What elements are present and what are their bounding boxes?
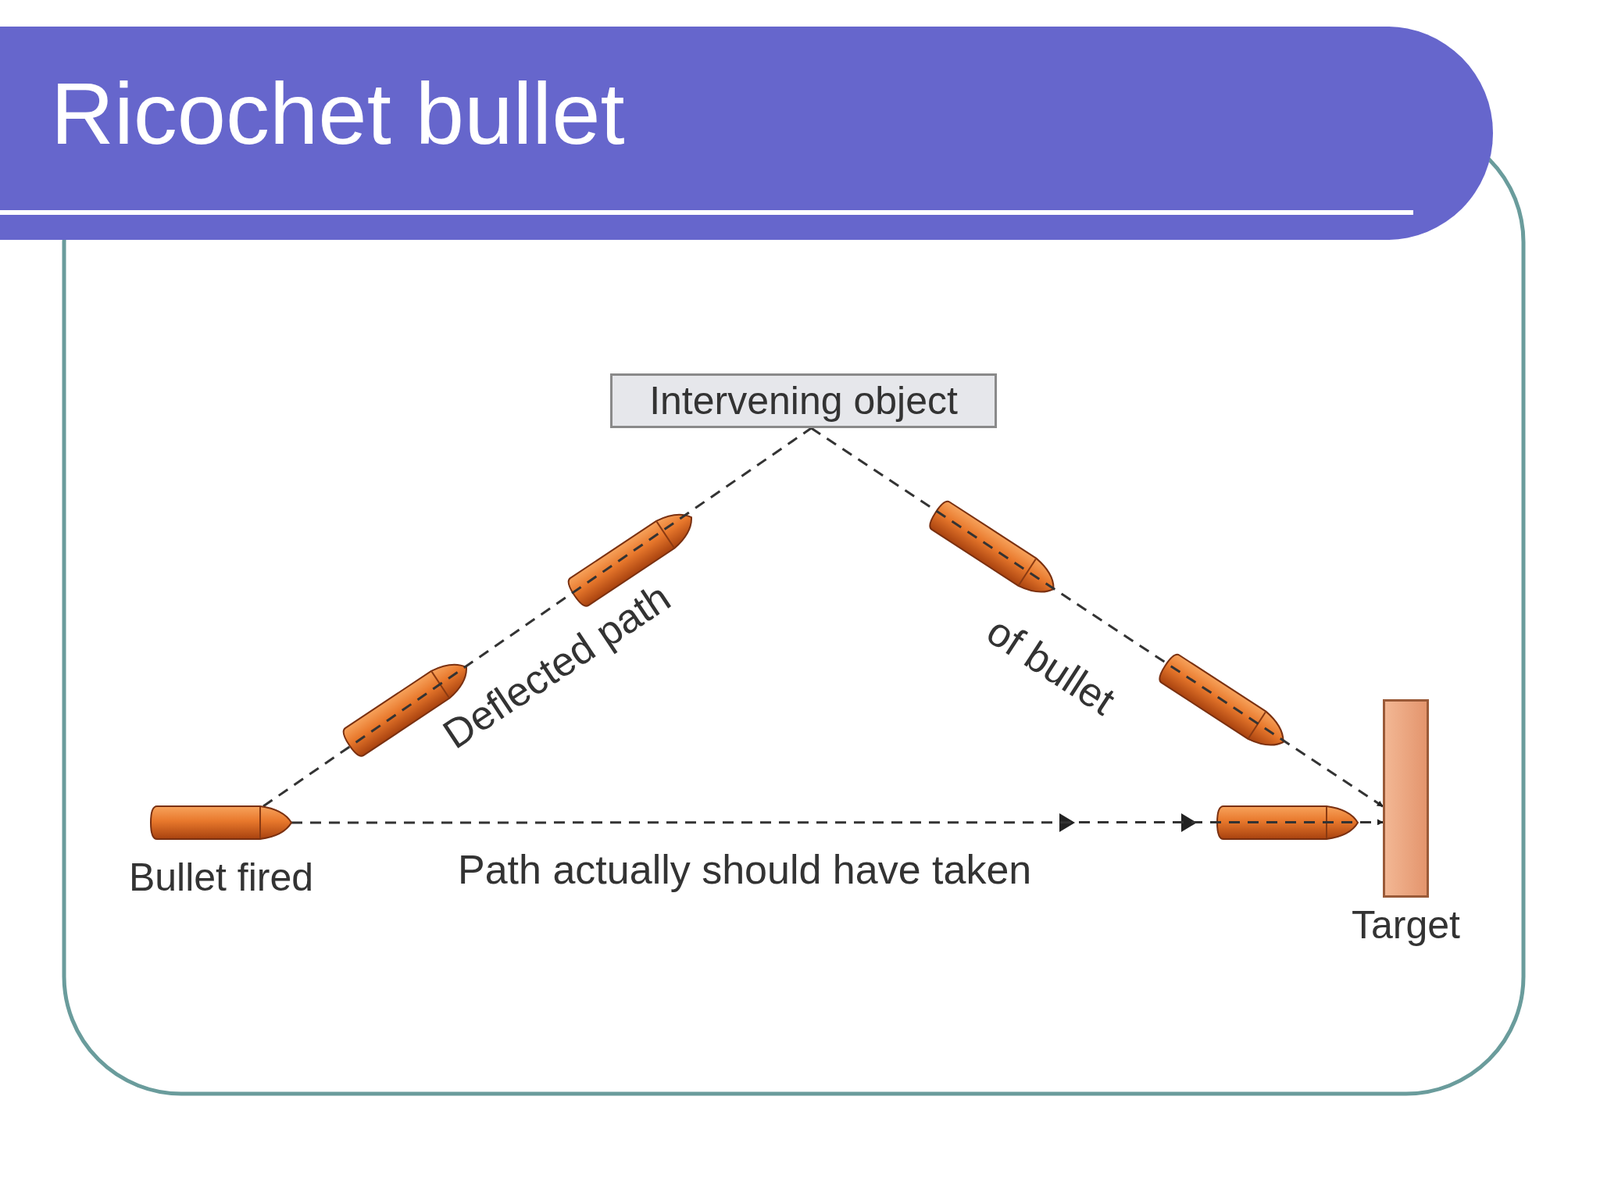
bullet-body [1217,806,1358,840]
target-plate [1384,700,1429,897]
bullet-body [1156,651,1293,756]
trajectory-line [810,428,1383,807]
bullet-nose-line [1248,711,1266,739]
node-caption: Target [1351,903,1461,947]
bullet-symbol [1156,651,1293,756]
bullet-symbol [926,498,1063,603]
slide-frame [64,125,1524,1094]
bullet-nose-line [259,807,261,839]
path-label: Path actually should have taken [457,847,1032,893]
title-rule [0,210,1414,215]
bullet-body [150,806,292,840]
arrow-head [1181,813,1197,833]
target-node: Target [1382,699,1429,898]
trajectory-line [291,821,1383,825]
bullet-nose-line [1325,807,1328,839]
slide-title: Ricochet bullet [50,70,625,158]
trajectory-line [263,428,811,807]
bullet-nose-line [1018,558,1036,586]
bullet-symbol [1217,806,1358,840]
arrow-head [1059,813,1075,833]
bullet-node: Bullet fired [150,806,292,840]
object-box: Intervening object [610,373,997,429]
bullet-nose-line [657,521,675,548]
node-outline [150,806,292,840]
bullet-nose-line [432,671,450,698]
node-caption: Bullet fired [128,856,314,900]
box-label: Intervening object [610,373,997,429]
node-outline [1382,699,1429,898]
bullet-body [926,498,1063,603]
title-bar [0,26,1493,240]
